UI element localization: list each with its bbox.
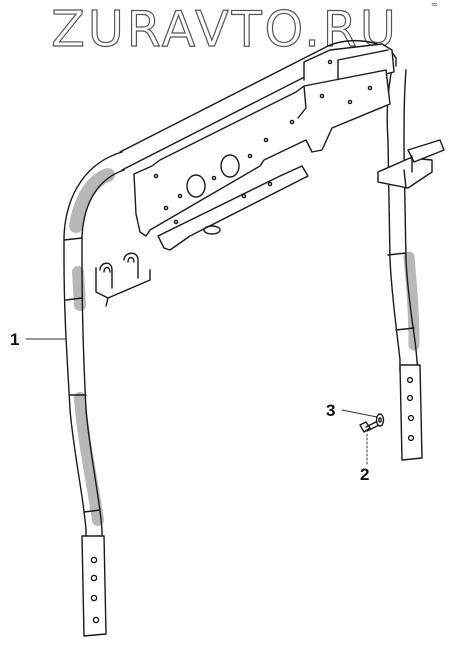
hitch-bracket — [377, 139, 445, 189]
callout-part-2: 2 — [360, 465, 370, 484]
callout-part-1: 1 — [10, 330, 20, 349]
mounting-plate — [133, 43, 395, 251]
bolt — [359, 420, 380, 433]
callout-part-3: 3 — [326, 401, 336, 420]
cable-clips — [95, 252, 151, 307]
washer — [375, 413, 385, 427]
corner-mark: ≈ — [431, 0, 438, 9]
leader-lines — [25, 338, 378, 465]
